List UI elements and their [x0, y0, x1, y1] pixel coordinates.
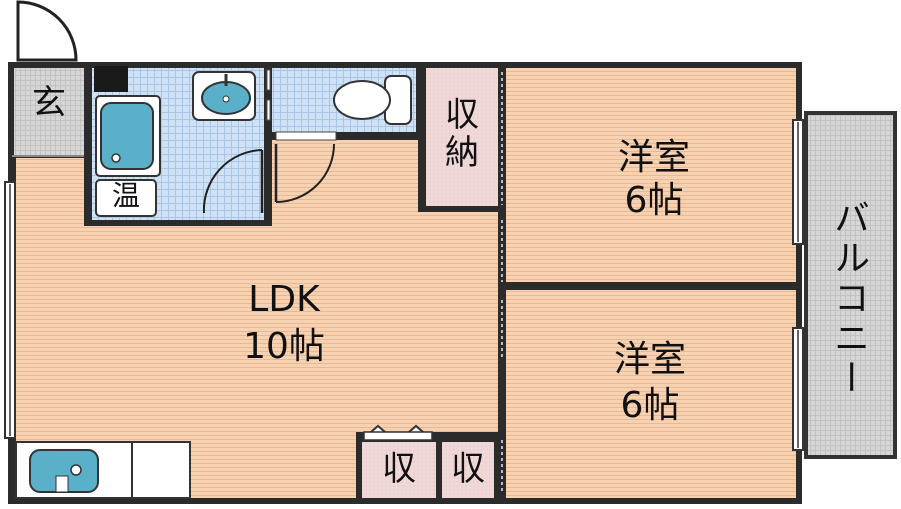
window-room-1 [792, 119, 804, 245]
bath-bottom-wall [84, 220, 272, 226]
room-divider-wall [506, 282, 798, 290]
wash-basin-icon [192, 71, 256, 121]
ldk-name: LDK [248, 279, 320, 320]
small-storage-left-floor [362, 442, 436, 498]
western-room-1-size: 6帖 [624, 180, 684, 221]
toilet-bottom-wall [272, 132, 418, 140]
kitchen-sink-icon [29, 449, 99, 493]
storage-top-wall [418, 62, 426, 212]
entrance-door [16, 0, 78, 62]
small-storage-right-floor [442, 442, 494, 498]
toilet-door [274, 143, 335, 203]
partition-wall-1 [264, 68, 272, 220]
bathroom-door [202, 149, 264, 214]
toilet-doorway [275, 131, 337, 141]
pipe-post-2 [266, 99, 271, 121]
window-room-2 [792, 327, 804, 451]
balcony-area [804, 111, 897, 459]
western-room-2-size: 6帖 [620, 385, 680, 426]
central-partition [498, 62, 506, 504]
storage-top-label: 収 納 [445, 95, 479, 174]
balcony-label: バルコニー [828, 199, 869, 399]
western-room-2-floor [506, 290, 796, 498]
western-room-2-name: 洋室 [613, 339, 686, 380]
storage-top-base-wall [418, 206, 504, 212]
window-left [4, 181, 16, 439]
genkan-floor [14, 68, 84, 156]
pipe-post-1 [266, 69, 271, 91]
storage-door-marks [361, 424, 433, 441]
small-storage-right-label: 収 [451, 449, 485, 489]
water-heater-box [95, 179, 157, 217]
ldk-floor [16, 140, 498, 498]
toilet-icon [333, 75, 412, 125]
meter-box [94, 66, 128, 92]
water-heater-label: 温 [111, 179, 140, 212]
western-room-1-name: 洋室 [617, 137, 690, 178]
bathtub-icon [95, 95, 161, 177]
ldk-size: 10帖 [243, 326, 325, 367]
genkan-label: 玄 [32, 83, 66, 123]
bath-left-wall [84, 68, 92, 226]
small-storage-left-label: 収 [382, 449, 416, 489]
western-room-1-floor [506, 68, 796, 282]
storage-top-floor [426, 68, 498, 206]
